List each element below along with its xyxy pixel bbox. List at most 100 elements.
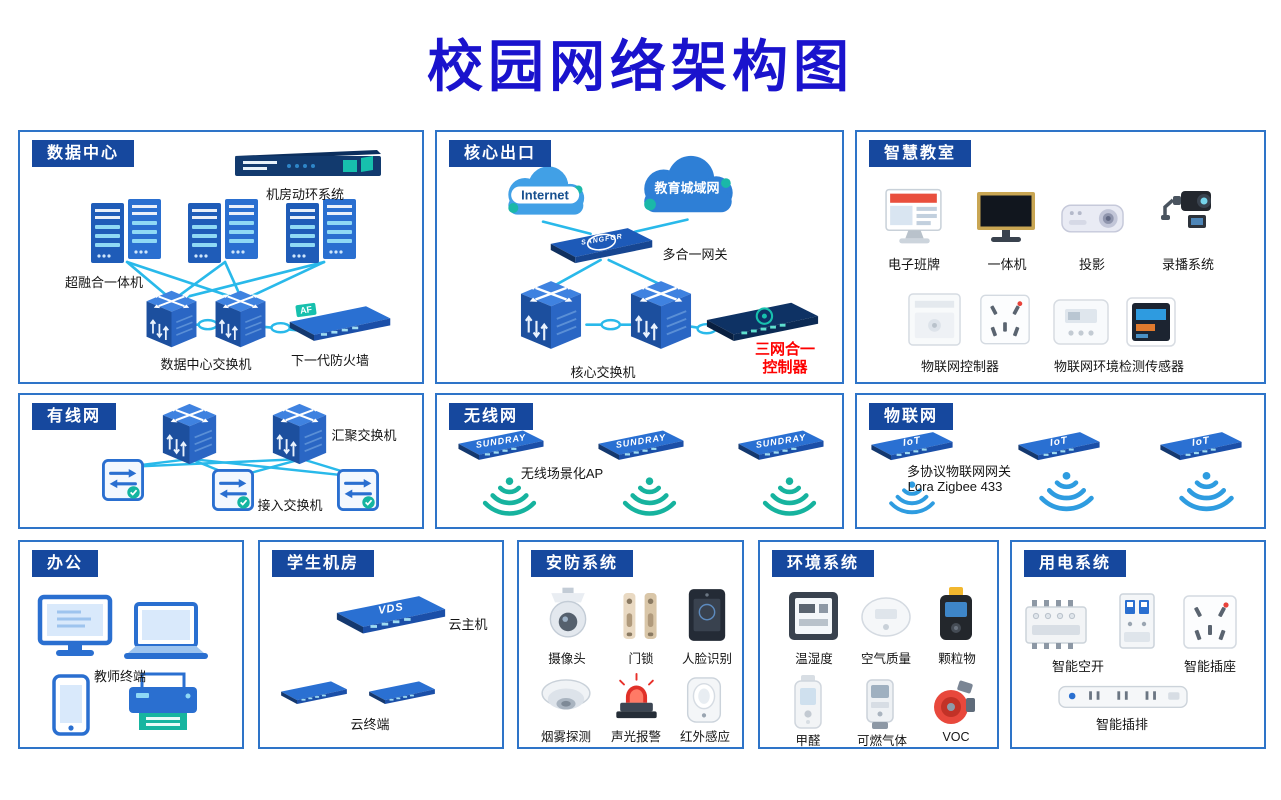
panel-tab-student-room: 学生机房 [272, 550, 375, 578]
cloud-host-icon: VDS [335, 587, 447, 637]
cloud-host-label: 云主机 [448, 617, 488, 632]
tri-network-controller-icon [705, 296, 820, 342]
server-rack-icon [187, 198, 259, 264]
iot-gateway-label-line1: 多协议物联网网关 [906, 464, 1012, 479]
face-recognition-icon [685, 586, 729, 644]
cloud-terminal-label: 云终端 [350, 717, 390, 732]
panel-student-room: 学生机房 VDS 云主机 云终端 [258, 540, 504, 749]
environment-item-label: VOC [942, 730, 970, 744]
firewall-label: 下一代防火墙 [290, 353, 370, 368]
environment-item-label: 空气质量 [860, 652, 912, 666]
classroom-item-label: 录播系统 [1161, 257, 1215, 272]
internet-cloud-icon: Internet [495, 162, 595, 224]
core-switch-icon [630, 280, 692, 350]
cloud-terminal-icon [368, 674, 436, 708]
wall-socket-icon [979, 292, 1031, 347]
access-switch-icon [337, 469, 379, 511]
security-item-label: 红外感应 [679, 730, 731, 744]
panel-smart-classroom: 智慧教室 电子班牌 一体机 投影 录播系统 物联网控制器 物联网环境检测传感器 [855, 130, 1266, 384]
class-sign-icon [882, 187, 947, 247]
phone-icon [52, 674, 90, 736]
internet-label: Internet [511, 186, 579, 204]
circuit-breaker-icon [1024, 598, 1088, 650]
page-title: 校园网络架构图 [427, 35, 854, 98]
smart-breaker-icon [1115, 592, 1159, 650]
temp-humidity-icon [787, 590, 840, 642]
panel-iot: 物联网 IoT IoT IoT 多协议物联网网关 Lora Zigbee 433 [855, 393, 1266, 529]
aggregation-switch-icon [272, 403, 327, 465]
particulate-meter-icon [936, 586, 976, 642]
classroom-item-label: 电子班牌 [887, 257, 941, 272]
classroom-item-label: 一体机 [987, 257, 1027, 272]
core-switch-icon [520, 280, 582, 350]
panel-power: 用电系统 智能空开 智能插座 智能插排 [1010, 540, 1266, 749]
core-connection-lines [541, 218, 727, 335]
wifi-signal-icon [1179, 471, 1234, 515]
voc-sensor-icon [930, 680, 978, 726]
aggregation-switch-icon [162, 403, 217, 465]
datacenter-connection-lines [125, 260, 326, 334]
panel-tab-core-exit: 核心出口 [449, 140, 552, 168]
firewall-icon: AF [288, 300, 392, 342]
interactive-board-icon [975, 190, 1037, 244]
dc-switch-icon [214, 290, 267, 348]
environment-item-label: 可燃气体 [856, 734, 908, 748]
cloud-terminal-icon [280, 674, 348, 708]
panel-wired: 有线网 汇聚交换机 接入交换机 [18, 393, 424, 529]
panel-tab-smart-classroom: 智慧教室 [869, 140, 972, 168]
alarm-siren-icon [613, 672, 660, 722]
gateway-icon: SANGFOR [549, 222, 654, 264]
server-rack-icon [285, 198, 357, 264]
security-item-label: 声光报警 [610, 730, 662, 744]
security-item-label: 门锁 [628, 652, 654, 666]
wireless-ap-icon: SUNDRAY [457, 425, 545, 461]
server-rack-icon [90, 198, 162, 264]
teacher-terminal-label: 教师终端 [93, 669, 147, 684]
access-switch-icon [212, 469, 254, 511]
dome-camera-icon [542, 587, 594, 642]
dc-switch-icon [145, 290, 198, 348]
desktop-monitor-icon [37, 594, 113, 660]
panel-datacenter: 数据中心 机房动环系统 超融合一体机 数据中心交换机 AF 下一代防火墙 [18, 130, 424, 384]
dc-switch-label: 数据中心交换机 [160, 357, 252, 372]
panel-wireless: 无线网 SUNDRAY SUNDRAY SUNDRAY 无线场景化AP [435, 393, 844, 529]
controller-label-line2: 控制器 [762, 359, 808, 376]
panel-tab-office: 办公 [32, 550, 99, 578]
door-lock-icon [617, 590, 663, 642]
smoke-detector-icon [540, 678, 592, 720]
env-sensor-icon [1052, 298, 1110, 346]
formaldehyde-meter-icon [790, 674, 826, 730]
edu-man-cloud-icon: 教育城域网 [627, 152, 747, 222]
air-quality-icon [860, 596, 912, 642]
security-item-label: 烟雾探测 [540, 730, 592, 744]
core-switch-label: 核心交换机 [570, 365, 636, 380]
environment-item-label: 温湿度 [795, 652, 833, 666]
gas-detector-icon [860, 678, 900, 730]
panel-tab-environment: 环境系统 [772, 550, 875, 578]
iot-gateway-icon: IoT [870, 427, 954, 461]
wireless-ap-icon: SUNDRAY [597, 425, 685, 461]
edu-man-label: 教育城域网 [654, 180, 720, 196]
machine-room-monitor-icon [230, 148, 382, 180]
panel-security: 安防系统 摄像头 门锁 人脸识别 烟雾探测 声光报警 红外感应 [517, 540, 744, 749]
smart-socket-icon [1182, 594, 1238, 650]
env-system-label: 机房动环系统 [265, 187, 345, 202]
panel-tab-wired: 有线网 [32, 403, 117, 431]
panel-office: 办公 教师终端 [18, 540, 244, 749]
wifi-signal-icon [482, 477, 537, 519]
classroom-item-label: 物联网控制器 [920, 359, 1000, 374]
ap-label: 无线场景化AP [520, 466, 604, 481]
panel-core-exit: 核心出口 Internet 教育城域网 SANGFOR 多合一网关 核心交换机 … [435, 130, 844, 384]
power-strip-icon [1057, 680, 1189, 712]
panel-tab-datacenter: 数据中心 [32, 140, 135, 168]
panel-tab-power: 用电系统 [1024, 550, 1127, 578]
classroom-item-label: 物联网环境检测传感器 [1053, 359, 1185, 374]
access-switch-icon [102, 459, 144, 501]
iot-gateway-icon: IoT [1159, 427, 1243, 461]
panel-tab-wireless: 无线网 [449, 403, 534, 431]
classroom-item-label: 投影 [1078, 257, 1106, 272]
iot-controller-icon [907, 292, 962, 347]
power-item-label: 智能插座 [1183, 659, 1237, 674]
infrared-sensor-icon [684, 676, 724, 724]
projector-icon [1060, 200, 1125, 238]
